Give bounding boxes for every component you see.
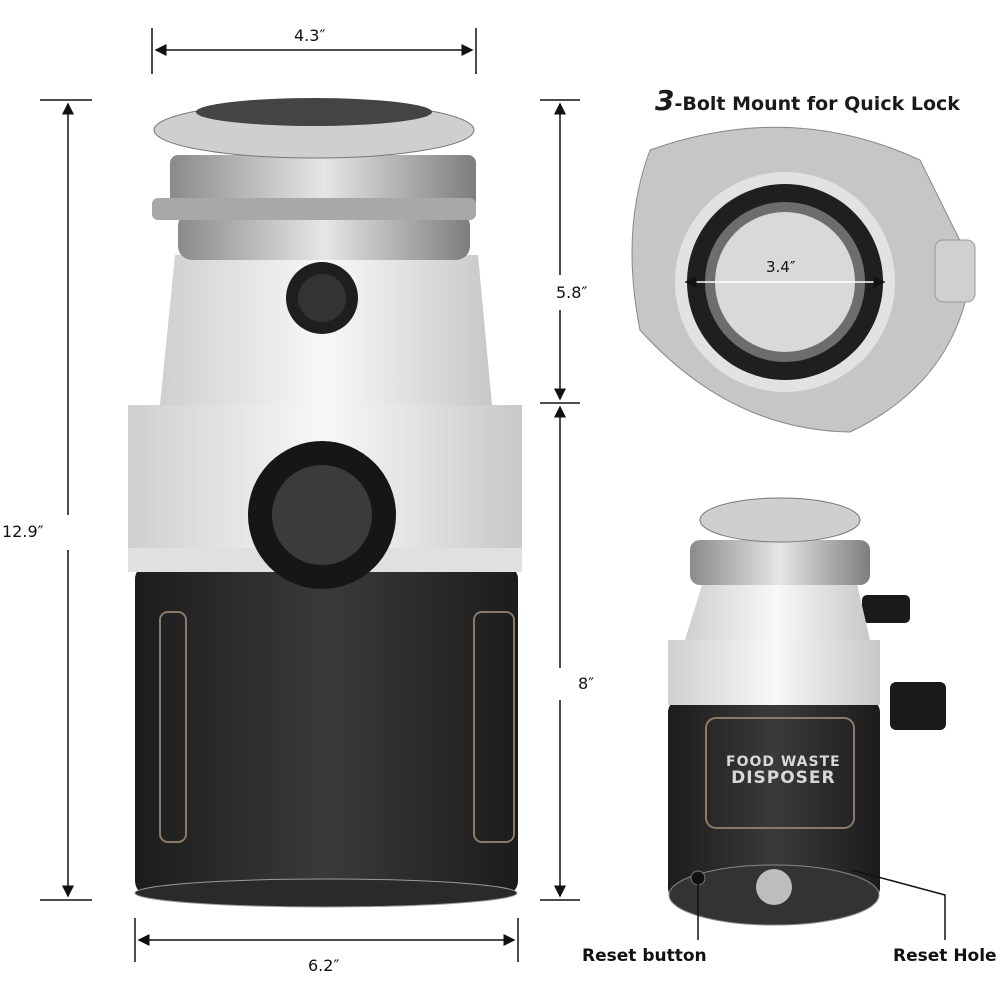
side-view-disposer [668, 497, 946, 940]
lower-height-label: 8″ [578, 674, 595, 693]
product-label: FOOD WASTE DISPOSER [726, 754, 841, 788]
mount-title: 3-Bolt Mount for Quick Lock [655, 84, 960, 117]
upper-height-label: 5.8″ [556, 283, 588, 302]
main-disposer [128, 98, 522, 908]
total-height-label: 12.9″ [2, 522, 44, 541]
top-view-mount [631, 126, 976, 433]
bottom-width-label: 6.2″ [308, 956, 340, 975]
dimension-lines [40, 28, 580, 962]
top-width-label: 4.3″ [294, 26, 326, 45]
inlet-diameter-label: 3.4″ [766, 258, 796, 276]
reset-button-callout: Reset button [582, 946, 707, 966]
reset-hole-callout: Reset Hole [893, 946, 997, 966]
